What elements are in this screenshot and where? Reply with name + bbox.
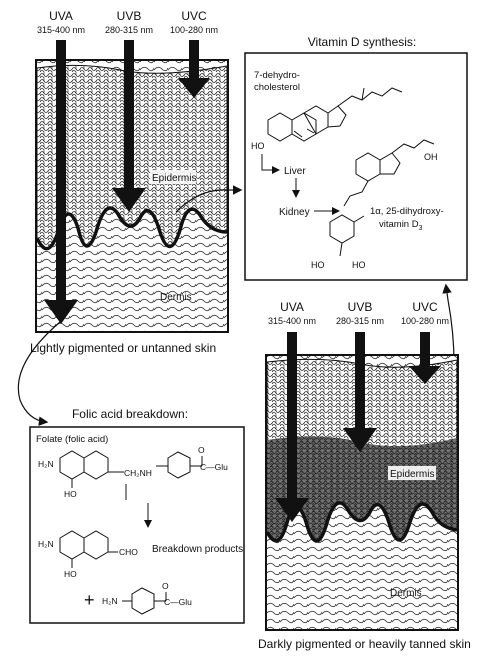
- paba-glu: C—Glu: [164, 597, 192, 607]
- vitd-oh: OH: [424, 152, 438, 162]
- dark-skin-caption: Darkly pigmented or heavily tanned skin: [258, 637, 471, 651]
- pterin-structure: [59, 530, 118, 568]
- dark-uva-range: 315-400 nm: [268, 316, 316, 326]
- dark-uvb-label: UVB: [348, 300, 373, 314]
- paba-o: O: [162, 581, 169, 591]
- dark-uvc-label: UVC: [412, 300, 438, 314]
- vitamin-d-panel: Vitamin D synthesis: 7-dehydro- choleste…: [244, 35, 468, 281]
- vitd-precursor-line1: 7-dehydro-: [254, 70, 300, 81]
- dark-epidermis-label: Epidermis: [390, 469, 434, 480]
- vitd-ho-c: HO: [352, 260, 366, 270]
- folate-o: O: [198, 445, 205, 455]
- dark-uvb-range: 280-315 nm: [336, 316, 384, 326]
- vitd-product-subscript: 3: [419, 225, 423, 232]
- pterin-cho: CHO: [119, 547, 138, 557]
- vitd-kidney: Kidney: [279, 207, 310, 218]
- light-epidermis-label: Epidermis: [152, 173, 196, 184]
- light-dermis-label: Dermis: [160, 292, 192, 303]
- dark-dermis-label: Dermis: [390, 588, 422, 599]
- dark-epidermis-pigment: [267, 436, 457, 542]
- vitd-ho-a: HO: [251, 141, 265, 151]
- paba-h2n: H₂N: [102, 596, 118, 606]
- pterin-h2n: H₂N: [38, 539, 54, 549]
- folate-glu: C—Glu: [200, 462, 228, 472]
- paba-glu-structure: [122, 587, 167, 615]
- folic-frame: [29, 426, 245, 624]
- light-basement-membrane: [35, 206, 228, 251]
- light-to-folic-arrow: [17, 321, 61, 426]
- folate-ch2nh: CH₂NH: [124, 468, 152, 478]
- folate-ho: HO: [64, 489, 77, 499]
- light-uvb-range: 280-315 nm: [105, 25, 153, 35]
- light-uva-range: 315-400 nm: [37, 25, 85, 35]
- folate-h2n: H₂N: [38, 459, 54, 469]
- light-uvb-arrow: [112, 40, 146, 212]
- dark-uva-label: UVA: [280, 300, 304, 314]
- light-skin-caption: Lightly pigmented or untanned skin: [30, 341, 216, 355]
- vitd-product-structure: [329, 139, 435, 257]
- vitd-to-liver-arrow: [261, 154, 280, 174]
- dark-uvc-arrow: [409, 332, 441, 384]
- vitd-liver: Liver: [284, 166, 306, 177]
- folic-plus: +: [84, 590, 95, 610]
- vitd-precursor-structure: [267, 87, 403, 142]
- vitd-precursor-line2: cholesterol: [254, 82, 300, 93]
- dark-uvb-arrow: [343, 332, 377, 452]
- light-uva-arrow: [44, 40, 78, 324]
- light-uvc-label: UVC: [181, 9, 207, 23]
- vitd-ho-b: HO: [311, 260, 325, 270]
- folic-panel: Folic acid breakdown: Folate (folic acid…: [29, 407, 245, 624]
- vitd-product-line1: 1α, 25-dihydroxy-: [370, 206, 444, 217]
- dark-skin-panel: UVA 315-400 nm UVB 280-315 nm UVC 100-28…: [258, 300, 471, 651]
- dark-uvc-range: 100-280 nm: [401, 316, 449, 326]
- pterin-ho: HO: [64, 569, 77, 579]
- light-to-vitd-arrow: [175, 185, 243, 213]
- folate-structure: [59, 450, 203, 500]
- folic-folate: Folate (folic acid): [36, 434, 108, 445]
- vitd-title: Vitamin D synthesis:: [308, 35, 417, 49]
- folic-breakdown-label: Breakdown products: [152, 544, 243, 555]
- dark-uva-arrow: [275, 332, 309, 522]
- light-uvb-label: UVB: [117, 9, 142, 23]
- light-uva-label: UVA: [49, 9, 73, 23]
- vitd-product-line2: vitamin D3: [379, 219, 423, 232]
- light-skin-panel: UVA 315-400 nm UVB 280-315 nm UVC 100-28…: [30, 9, 229, 355]
- light-uvc-range: 100-280 nm: [170, 25, 218, 35]
- light-uvc-arrow: [178, 40, 210, 98]
- folic-title: Folic acid breakdown:: [72, 407, 188, 421]
- vitd-product-line2-text: vitamin D: [379, 219, 419, 230]
